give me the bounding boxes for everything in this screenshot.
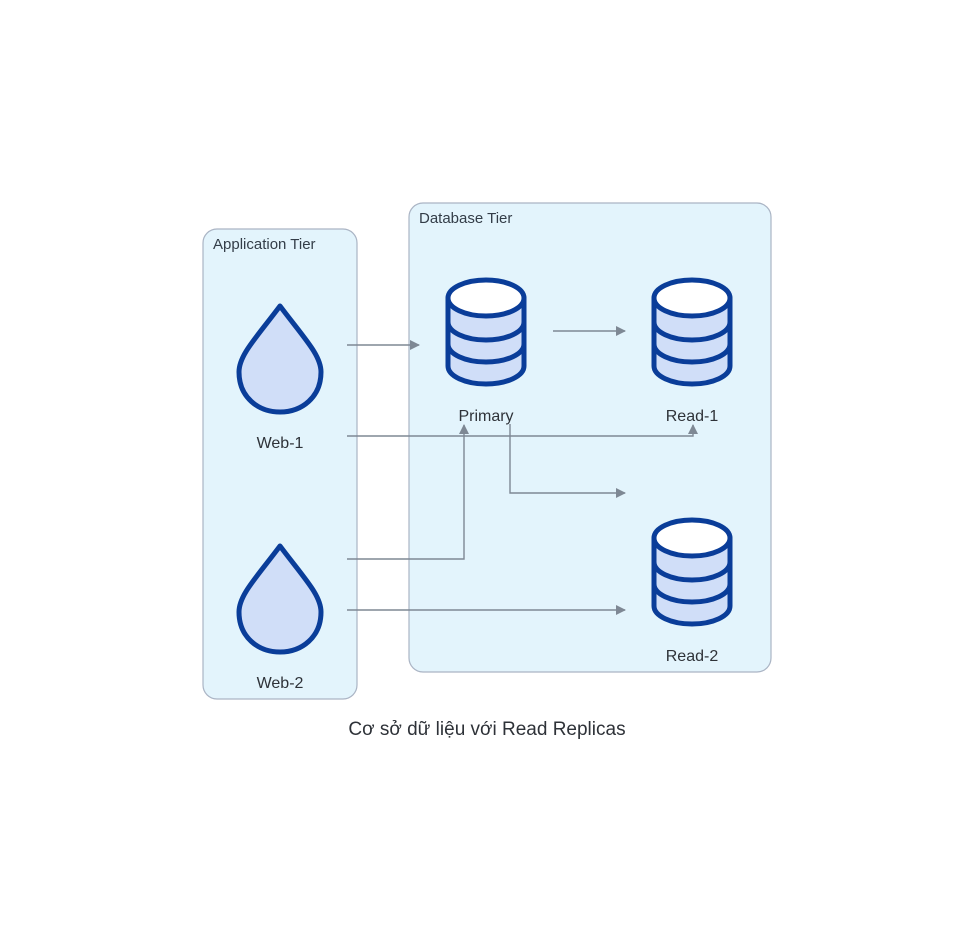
database-icon [445, 277, 527, 387]
node-label-web1: Web-1 [257, 435, 304, 452]
node-primary[interactable]: Primary [445, 277, 527, 425]
node-web1[interactable]: Web-1 [236, 303, 324, 452]
node-read1[interactable]: Read-1 [651, 277, 733, 425]
node-label-read1: Read-1 [666, 408, 719, 425]
edges [347, 326, 698, 615]
edge-web1-read1 [347, 424, 698, 437]
database-icon [651, 277, 733, 387]
drop-icon [236, 303, 324, 415]
node-read2[interactable]: Read-2 [651, 517, 733, 665]
database-icon [651, 517, 733, 627]
cluster-application-tier: Application Tier [202, 228, 358, 700]
drop-icon [236, 543, 324, 655]
node-label-web2: Web-2 [257, 675, 304, 692]
cluster-label-database: Database Tier [419, 210, 512, 227]
node-label-primary: Primary [458, 408, 513, 425]
edge-web2-primary [347, 424, 469, 560]
edge-primary-read2 [509, 424, 626, 498]
node-web2[interactable]: Web-2 [236, 543, 324, 692]
diagram-title: Cơ sở dữ liệu với Read Replicas [348, 719, 625, 740]
cluster-label-application: Application Tier [213, 236, 316, 253]
node-label-read2: Read-2 [666, 648, 719, 665]
